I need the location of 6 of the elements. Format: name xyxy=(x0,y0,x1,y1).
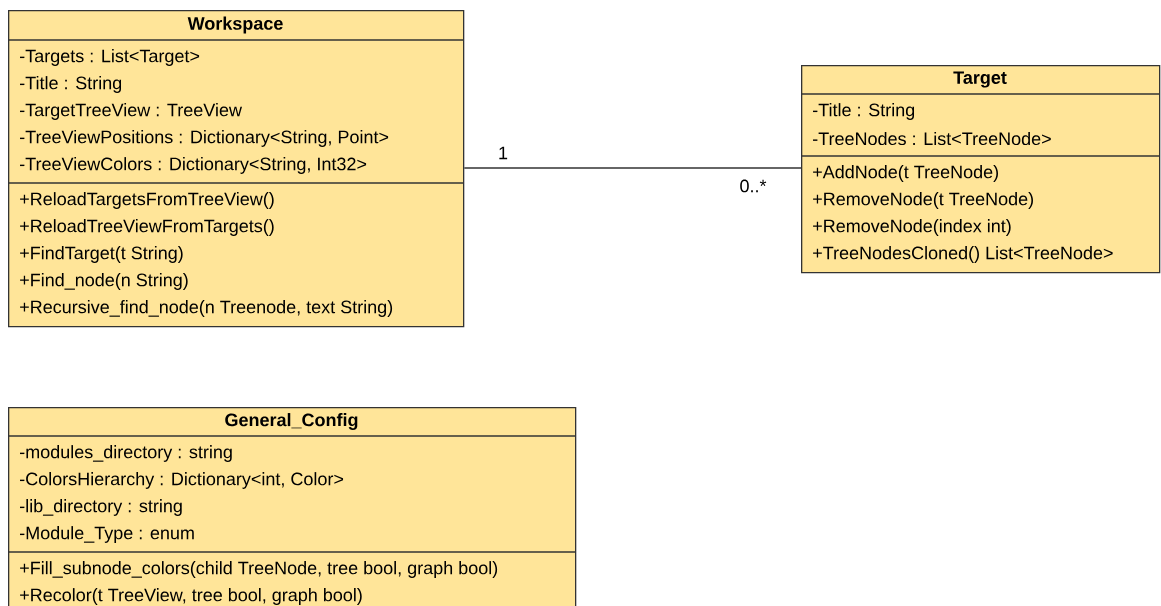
class-box: Target -Title : String -TreeNodes : List<TreeNode> +AddNode(t TreeNode) +RemoveNode(t TreeNode) +RemoveNode(index int) +TreeNodesCloned() List<TreeNode> xyxy=(800,65,1161,274)
association-line xyxy=(463,167,802,169)
class-box: General_Config -modules_directory : string -ColorsHierarchy : Dictionary<int, Color> -lib_directory : string -Module_Type : enum +Fill_subnode_colors(child TreeNode, tree bool, graph bool) +Recolor(t TreeView, tree bool, graph bool) xyxy=(7,407,577,606)
class-box: Workspace -Targets : List<Target> -Title : String -TargetTreeView : TreeView -TreeViewPositions : Dictionary<String, Point> -TreeViewColors : Dictionary<String, Int32> +ReloadTargetsFromTreeView() +ReloadTreeViewFromTargets() +FindTarget(t String) +Find_node(n String) +Recursive_find_node(n Treenode, text String) xyxy=(7,10,465,328)
multiplicity-label: 0..* xyxy=(740,179,767,193)
multiplicity-label: 1 xyxy=(499,146,508,160)
